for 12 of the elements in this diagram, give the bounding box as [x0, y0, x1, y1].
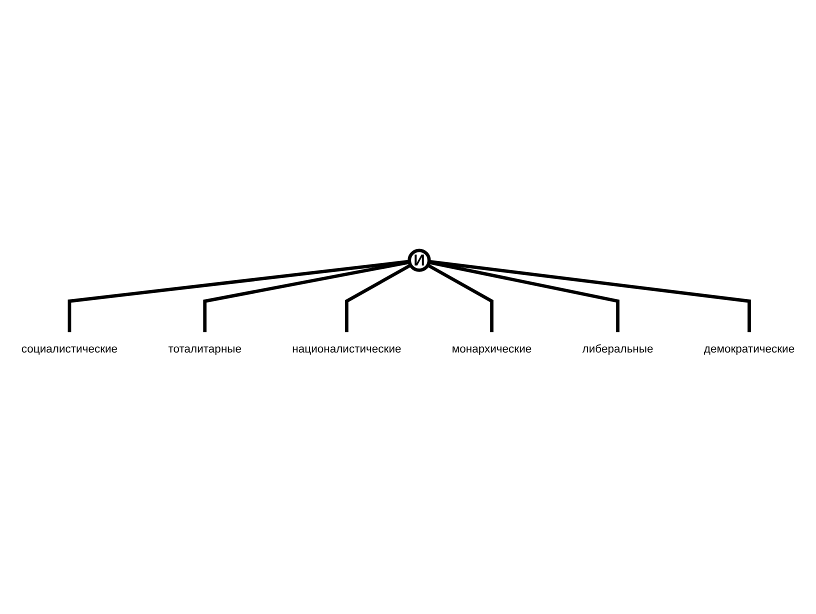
node-text: тоталитарные	[168, 342, 242, 355]
node-text: социалистические	[21, 342, 118, 355]
connector	[68, 260, 410, 332]
node-text: либеральные	[582, 342, 654, 355]
connector	[427, 264, 494, 332]
node-text: монархические	[452, 342, 532, 355]
node-circle: И	[408, 248, 431, 272]
connector	[345, 264, 412, 332]
connector	[428, 260, 751, 332]
connector	[203, 260, 410, 332]
node-text: демократические	[704, 342, 795, 355]
node-text: националистические	[292, 342, 402, 355]
